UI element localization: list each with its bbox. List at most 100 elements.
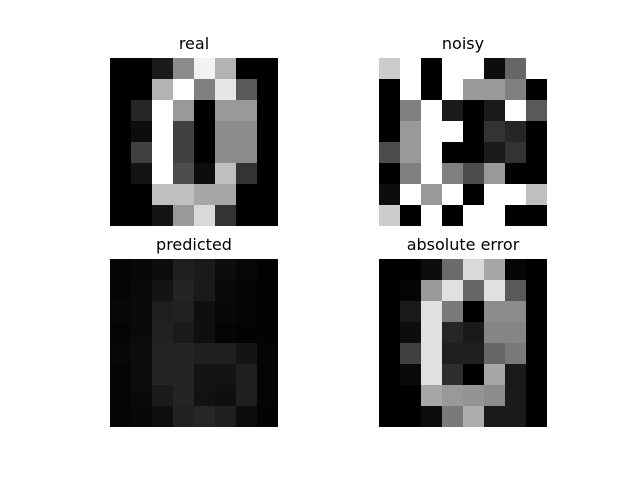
heatmap-cell [463, 343, 485, 365]
heatmap-cell [194, 322, 216, 344]
heatmap-cell [131, 301, 153, 323]
heatmap-cell [215, 301, 237, 323]
heatmap-cell [442, 100, 464, 122]
heatmap-cell [131, 205, 153, 226]
heatmap-cell [526, 163, 547, 185]
heatmap-cell [463, 280, 485, 302]
heatmap-cell [505, 58, 527, 80]
heatmap-cell [152, 142, 174, 164]
heatmap-cell [526, 364, 547, 386]
heatmap-cell [110, 259, 132, 281]
heatmap-cell [215, 322, 237, 344]
heatmap-cell [110, 163, 132, 185]
heatmap-cell [257, 100, 278, 122]
heatmap-cell [526, 205, 547, 226]
heatmap-cell [421, 322, 443, 344]
heatmap-cell [257, 58, 278, 80]
heatmap-cell [379, 280, 401, 302]
heatmap-cell [421, 385, 443, 407]
heatmap-cell [379, 406, 401, 427]
heatmap-cell [421, 343, 443, 365]
heatmap-cell [215, 343, 237, 365]
heatmap-cell [215, 364, 237, 386]
heatmap-cell [215, 205, 237, 226]
heatmap-cell [257, 406, 278, 427]
heatmap-cell [215, 406, 237, 427]
heatmap-cell [442, 259, 464, 281]
heatmap-cell [173, 322, 195, 344]
heatmap-cell [442, 163, 464, 185]
heatmap-cell [400, 322, 422, 344]
heatmap-cell [505, 301, 527, 323]
heatmap-cell [215, 385, 237, 407]
heatmap-cell [236, 184, 258, 206]
heatmap-cell [257, 364, 278, 386]
heatmap-cell [484, 121, 506, 143]
heatmap-cell [236, 121, 258, 143]
heatmap-cell [194, 205, 216, 226]
heatmap-cell [215, 58, 237, 80]
heatmap-cell [379, 364, 401, 386]
heatmap-cell [526, 100, 547, 122]
heatmap-cell [236, 385, 258, 407]
heatmap-cell [194, 79, 216, 101]
heatmap-cell [463, 322, 485, 344]
heatmap-cell [400, 385, 422, 407]
heatmap-cell [463, 406, 485, 427]
heatmap-cell [236, 406, 258, 427]
heatmap-cell [110, 184, 132, 206]
heatmap-cell [110, 385, 132, 407]
heatmap-cell [215, 79, 237, 101]
heatmap-cell [131, 322, 153, 344]
heatmap-cell [463, 364, 485, 386]
heatmap-cell [379, 142, 401, 164]
heatmap-cell [194, 406, 216, 427]
heatmap-cell [152, 301, 174, 323]
heatmap-cell [110, 100, 132, 122]
heatmap-cell [421, 121, 443, 143]
heatmap-cell [484, 142, 506, 164]
heatmap-cell [173, 301, 195, 323]
heatmap-cell [257, 205, 278, 226]
heatmap-cell [421, 280, 443, 302]
heatmap-cell [110, 280, 132, 302]
heatmap-cell [400, 205, 422, 226]
heatmap-cell [131, 364, 153, 386]
heatmap-cell [505, 385, 527, 407]
heatmap-cell [484, 364, 506, 386]
heatmap-cell [400, 259, 422, 281]
heatmap-cell [257, 142, 278, 164]
heatmap-cell [400, 163, 422, 185]
heatmap-cell [236, 301, 258, 323]
heatmap-cell [194, 142, 216, 164]
heatmap-cell [526, 79, 547, 101]
heatmap-cell [152, 163, 174, 185]
heatmap-cell [215, 121, 237, 143]
heatmap-cell [131, 385, 153, 407]
heatmap-cell [152, 100, 174, 122]
heatmap-cell [463, 301, 485, 323]
heatmap-cell [526, 301, 547, 323]
heatmap-cell [173, 385, 195, 407]
heatmap-cell [110, 205, 132, 226]
heatmap-cell [379, 163, 401, 185]
heatmap-cell [257, 79, 278, 101]
heatmap-cell [173, 121, 195, 143]
heatmap-cell [484, 184, 506, 206]
heatmap-cell [194, 184, 216, 206]
heatmap-cell [505, 259, 527, 281]
heatmap-cell [110, 322, 132, 344]
heatmap-cell [215, 184, 237, 206]
heatmap-cell [131, 79, 153, 101]
heatmap-cell [379, 184, 401, 206]
heatmap-cell [236, 364, 258, 386]
heatmap-cell [526, 322, 547, 344]
heatmap-cell [152, 205, 174, 226]
heatmap-cell [400, 406, 422, 427]
heatmap-cell [131, 280, 153, 302]
heatmap-cell [526, 121, 547, 143]
real-title: real [178, 34, 210, 53]
heatmap-cell [152, 79, 174, 101]
heatmap-cell [400, 364, 422, 386]
heatmap-cell [442, 58, 464, 80]
